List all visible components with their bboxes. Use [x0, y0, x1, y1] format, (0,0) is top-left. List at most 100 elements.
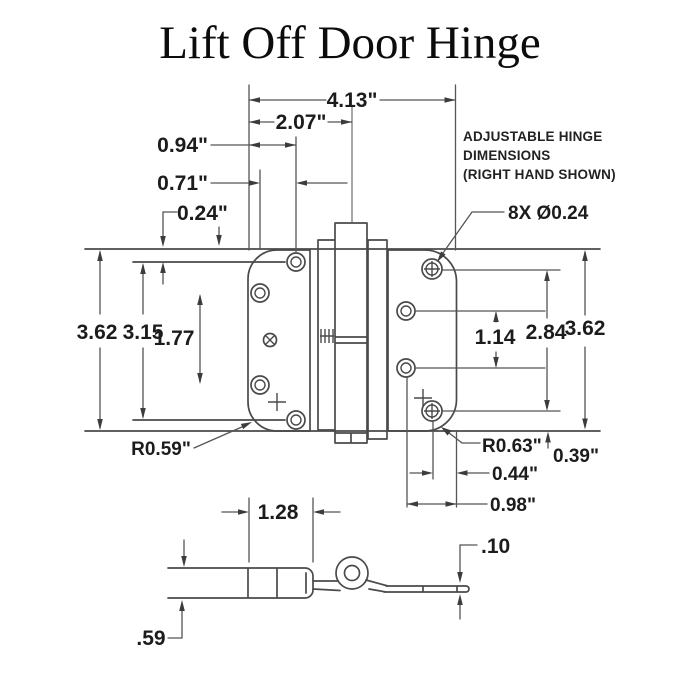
page-title: Lift Off Door Hinge [159, 17, 541, 69]
dim-left-outer-hole-span-label: 3.15 [123, 321, 164, 344]
hole-bottom-left-inner [290, 414, 302, 426]
dim-offset-plate-length-label: 1.28 [258, 501, 299, 524]
left-leaf-holes [250, 252, 306, 430]
dim-top-edge-to-hole-arrows [160, 235, 222, 273]
dim-top-edge-to-hole: 0.24" [160, 202, 228, 285]
hole-top-left [286, 252, 306, 272]
dim-left-leaf-radius-label: R0.59" [131, 439, 191, 460]
adjust-screw-left-cross [264, 334, 276, 346]
hinge-pin [343, 564, 361, 582]
hinge-knuckle [335, 556, 369, 590]
dim-left-leaf-radius-arrows [240, 422, 252, 430]
dim-center-offset-label: 2.07" [276, 111, 327, 134]
dim-thick-leaf-thickness: .59 [136, 539, 187, 650]
dim-right-leaf-radius: R0.63" [441, 427, 542, 457]
dim-edge-to-outer-holes-arrows [249, 142, 296, 148]
position-cross-left [268, 393, 286, 411]
note-line-3: (RIGHT HAND SHOWN) [463, 167, 616, 182]
hole-bottom-left [286, 410, 306, 430]
dim-top-edge-to-hole-lines [162, 211, 220, 285]
dim-hole-to-bottom-edge: 0.39" [545, 431, 599, 467]
dim-top-edge-to-hole-label: 0.24" [177, 202, 228, 225]
dim-right-outer-hole-span-label: 2.84 [526, 321, 567, 344]
dim-thick-leaf-thickness-arrows [179, 556, 187, 611]
adjustment-teeth [320, 329, 334, 343]
dim-hole-column-to-edge: 0.98" [406, 495, 536, 516]
dim-right-leaf-radius-label: R0.63" [482, 436, 542, 457]
dim-thin-leaf-thickness-arrows [457, 572, 463, 605]
extension-lines [248, 84, 561, 563]
dim-right-leaf-radius-lines [443, 428, 481, 444]
hole-callout: 8X Ø0.24 [437, 203, 589, 262]
hole-upper-mid-left [250, 283, 270, 303]
bottom-view [167, 556, 470, 599]
adjust-screw-left [262, 332, 278, 348]
dim-left-leaf-radius: R0.59" [131, 422, 252, 460]
dim-left-inner-hole-span: 1.77 [154, 294, 203, 384]
dim-left-inner-hole-span-arrows [197, 294, 203, 384]
dim-right-outer-hole-span: 2.84 [526, 270, 567, 411]
dim-overall-width: 4.13" [248, 89, 457, 112]
knuckle-links [312, 580, 341, 592]
dim-hole-column-to-edge-arrows [407, 501, 457, 507]
dim-right-inner-hole-span-label: 1.14 [475, 326, 516, 349]
dim-hole-column-offset: 0.71" [157, 172, 348, 195]
hole-lower-mid-left [250, 375, 270, 395]
hole-lower-mid-right-inner [400, 362, 412, 374]
dim-offset-plate-length: 1.28 [221, 501, 341, 524]
dim-thin-leaf-thickness-lines [459, 544, 478, 620]
dim-hole-to-side-edge-label: 0.44" [492, 464, 538, 485]
dim-hole-column-offset-label: 0.71" [157, 172, 208, 195]
dim-left-leaf-height: 3.62 [77, 250, 118, 430]
dim-thick-leaf-thickness-label: .59 [136, 627, 165, 650]
hinge-barrel [317, 222, 388, 444]
dim-right-leaf-radius-arrows [441, 427, 452, 436]
hole-lower-mid-right [396, 358, 416, 378]
position-cross-right [414, 389, 432, 407]
dim-hole-to-bottom-edge-arrows [545, 431, 551, 443]
hole-callout-label: 8X Ø0.24 [508, 203, 589, 224]
hole-top-right-cross [424, 261, 440, 277]
hole-top-right [421, 258, 443, 280]
dim-edge-to-outer-holes-label: 0.94" [157, 134, 208, 157]
dim-left-leaf-radius-lines [193, 425, 244, 449]
dim-center-offset-arrows [249, 119, 352, 125]
left-leaf-outline [247, 249, 311, 432]
front-view [84, 222, 601, 444]
dim-thick-leaf-thickness-lines [167, 539, 185, 639]
dim-right-leaf-height: 3.62 [565, 250, 606, 430]
hole-upper-mid-right [396, 301, 416, 321]
dim-center-offset: 2.07" [248, 111, 353, 134]
right-leaf-holes [396, 258, 443, 422]
note-line-1: ADJUSTABLE HINGE [463, 129, 602, 144]
dim-right-leaf-height-label: 3.62 [565, 317, 606, 340]
dim-hole-to-bottom-edge-label: 0.39" [553, 446, 599, 467]
hole-bottom-right [421, 400, 443, 422]
hole-bottom-right-cross [424, 403, 440, 419]
note-line-2: DIMENSIONS [463, 148, 551, 163]
dim-thin-leaf-thickness-label: .10 [481, 535, 510, 558]
hole-lower-mid-left-inner [254, 379, 266, 391]
dim-left-leaf-height-label: 3.62 [77, 321, 118, 344]
hole-callout-arrows [437, 251, 446, 262]
right-leaf-outline [387, 249, 458, 432]
leaf-edge-lines [84, 248, 601, 432]
note-block: ADJUSTABLE HINGE DIMENSIONS (RIGHT HAND … [463, 129, 616, 182]
hole-upper-mid-left-inner [254, 287, 266, 299]
dim-hole-column-offset-arrows [249, 180, 307, 186]
hole-callout-lines [442, 211, 505, 254]
dim-right-inner-hole-span: 1.14 [475, 311, 516, 368]
dim-hole-to-side-edge: 0.44" [409, 464, 538, 485]
thin-leaf-side [365, 579, 470, 593]
dim-hole-column-to-edge-label: 0.98" [490, 495, 536, 516]
dim-overall-width-label: 4.13" [327, 89, 378, 112]
dim-hole-to-side-edge-arrows [422, 470, 468, 476]
hole-upper-mid-right-inner [400, 305, 412, 317]
dim-left-outer-hole-span: 3.15 [123, 263, 164, 419]
hole-top-left-inner [290, 256, 302, 268]
dim-left-inner-hole-span-label: 1.77 [154, 327, 195, 350]
dim-thin-leaf-thickness: .10 [457, 535, 510, 620]
bottom-leaf-side [167, 567, 314, 599]
